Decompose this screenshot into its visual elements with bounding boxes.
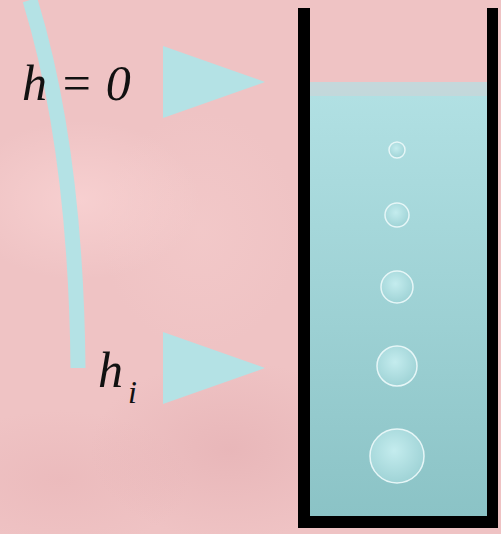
arrow-marker: [163, 332, 265, 404]
water-surface: [310, 82, 487, 96]
height-label: h: [98, 345, 123, 395]
water: [310, 82, 487, 516]
height-label: h = 0: [22, 58, 131, 108]
bubbles: [370, 142, 424, 483]
tube: [30, 0, 78, 368]
arrow-marker: [163, 46, 265, 118]
container: [298, 8, 498, 528]
subscript: i: [128, 376, 137, 408]
